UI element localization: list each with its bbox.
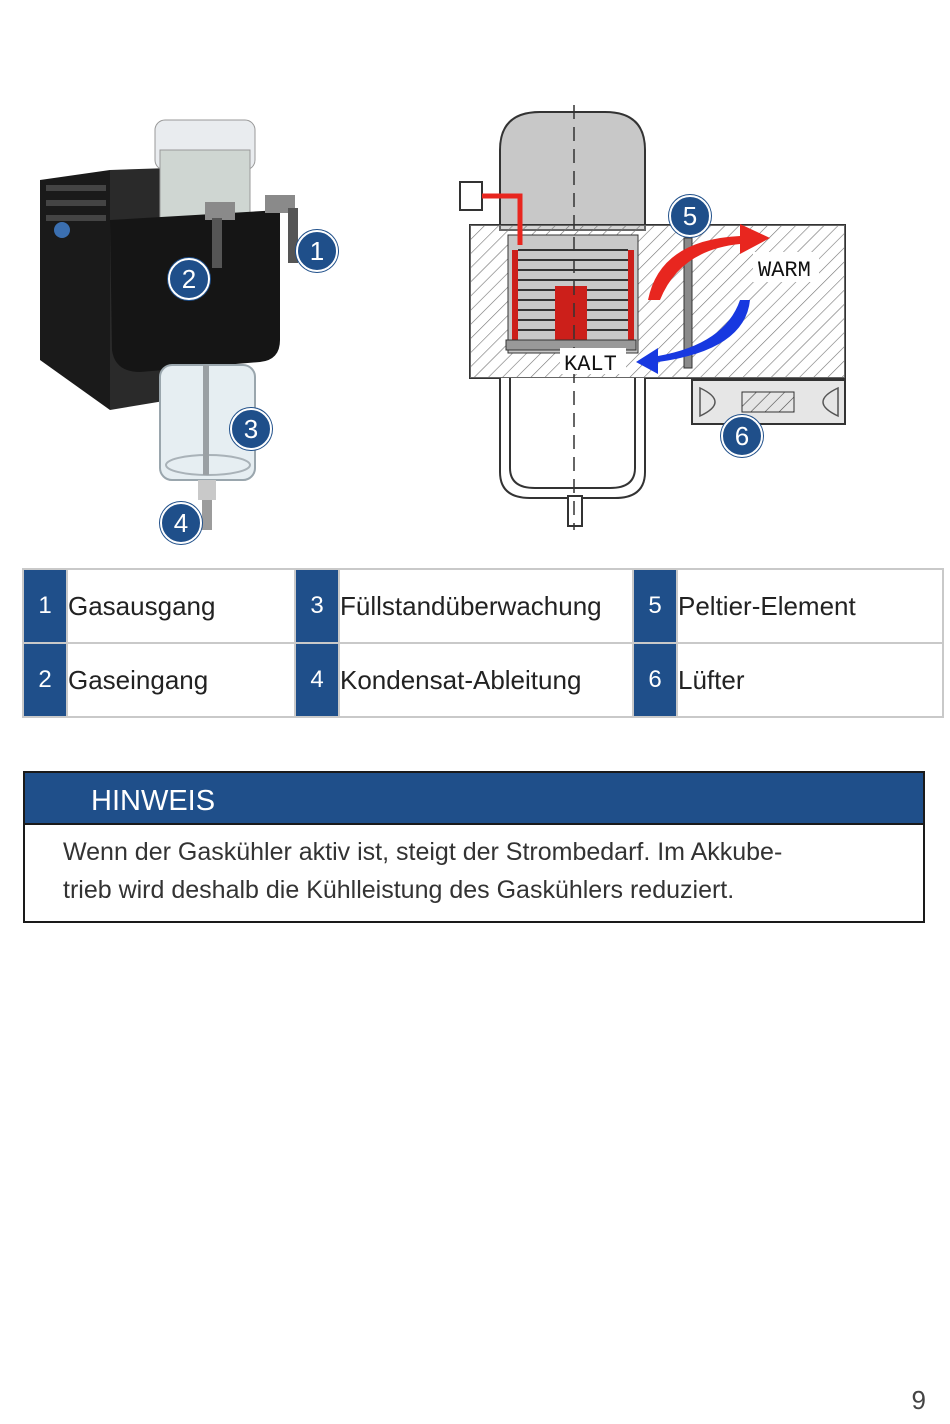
legend-number: 4 [295,643,339,717]
legend-number: 6 [633,643,677,717]
page-number: 9 [912,1385,926,1416]
component-legend: 1 Gasausgang 3 Füllstandüberwachung 5 Pe… [22,568,944,718]
peltier-schematic: WARM KALT 5 6 [440,100,860,540]
callout-3: 3 [230,408,272,450]
legend-label: Lüfter [677,643,943,717]
callout-1: 1 [296,230,338,272]
callout-4: 4 [160,502,202,544]
gas-cooler-illustration [30,110,350,550]
callout-6: 6 [721,415,763,457]
kalt-label: KALT [564,352,617,377]
callout-5: 5 [669,195,711,237]
legend-number: 2 [23,643,67,717]
callout-2: 2 [168,258,210,300]
legend-row: 2 Gaseingang 4 Kondensat-Ableitung 6 Lüf… [23,643,943,717]
legend-number: 1 [23,569,67,643]
legend-label: Kondensat-Ableitung [339,643,633,717]
gas-cooler-photo: 1 2 3 4 [30,110,350,550]
schematic-drawing: WARM KALT [440,100,860,540]
note-text: Wenn der Gaskühler aktiv ist, steigt der… [25,825,923,909]
legend-label: Peltier-Element [677,569,943,643]
legend-row: 1 Gasausgang 3 Füllstandüberwachung 5 Pe… [23,569,943,643]
warm-label: WARM [758,258,811,283]
note-box: HINWEIS Wenn der Gaskühler aktiv ist, st… [23,771,925,923]
note-line: trieb wird deshalb die Kühlleistung des … [63,871,883,909]
legend-label: Gaseingang [67,643,295,717]
legend-label: Füllstandüberwachung [339,569,633,643]
note-line: Wenn der Gaskühler aktiv ist, steigt der… [63,833,883,871]
legend-label: Gasausgang [67,569,295,643]
legend-number: 3 [295,569,339,643]
legend-number: 5 [633,569,677,643]
note-title: HINWEIS [25,773,923,825]
